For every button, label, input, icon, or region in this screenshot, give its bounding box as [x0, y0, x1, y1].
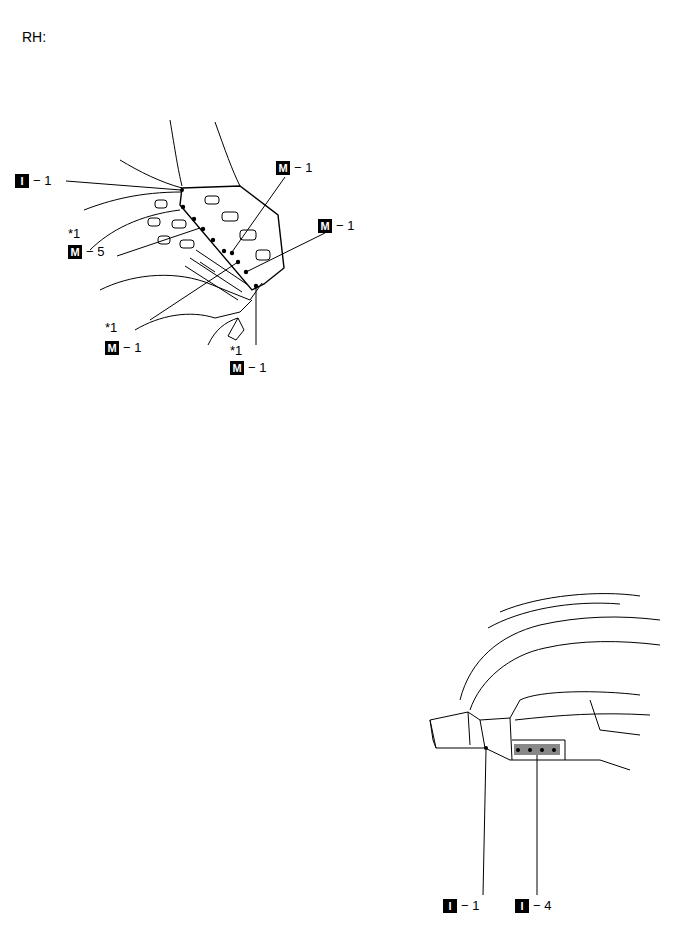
weld-code: M — [230, 361, 244, 375]
callout-number: − 1 — [461, 898, 479, 913]
weld-code: I — [515, 899, 529, 913]
callout-number: − 1 — [248, 360, 266, 375]
callout-number: *1 — [230, 343, 242, 358]
lower-weld-points — [484, 744, 560, 755]
callout-number: − 5 — [86, 244, 104, 259]
callout-number: *1 — [105, 320, 117, 335]
weld-code: M — [105, 341, 119, 355]
weld-code: I — [15, 174, 29, 188]
weld-code: M — [276, 161, 290, 175]
callout-number: − 4 — [533, 898, 551, 913]
weld-code: M — [318, 219, 332, 233]
callout-number: *1 — [68, 226, 80, 241]
view-title: RH: — [22, 30, 46, 45]
lower-view — [430, 594, 660, 895]
weld-code: M — [68, 245, 82, 259]
callout-number: − 1 — [294, 160, 312, 175]
callout-number: − 1 — [336, 218, 354, 233]
callout-number: − 1 — [33, 173, 51, 188]
upper-view — [66, 120, 325, 345]
callout-number: − 1 — [123, 340, 141, 355]
weld-code: I — [443, 899, 457, 913]
weld-points — [180, 188, 258, 288]
